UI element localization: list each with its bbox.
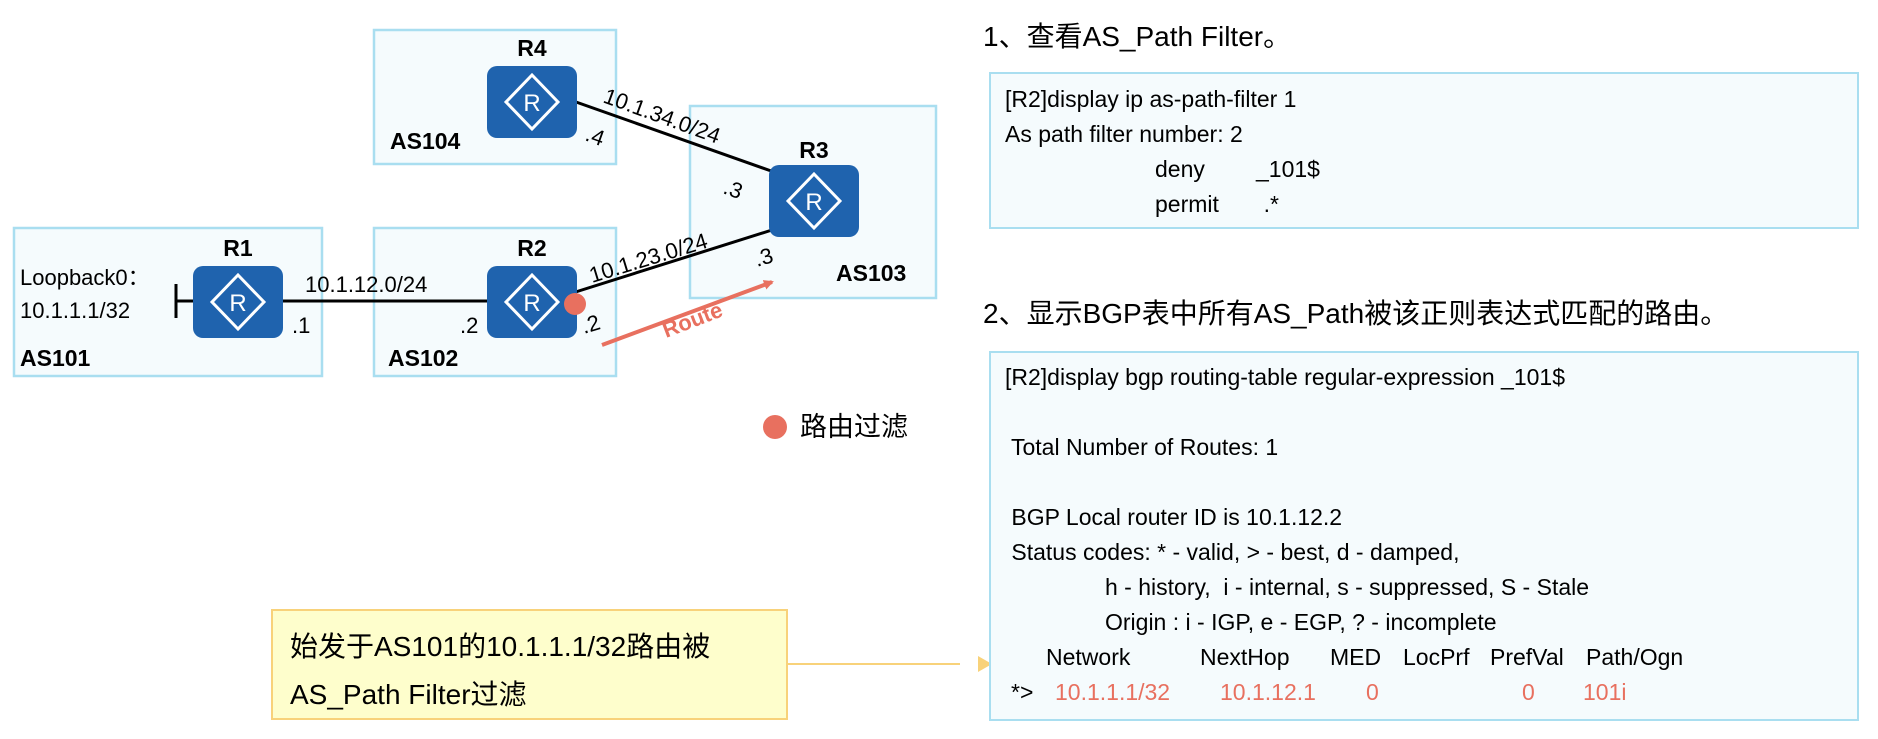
route-med: 0 <box>1366 679 1379 705</box>
router-glyph: R <box>523 90 540 117</box>
step1-cli-box: [R2]display ip as-path-filter 1 As path … <box>989 72 1859 229</box>
legend-label: 路由过滤 <box>800 412 908 442</box>
as-label-103: AS103 <box>836 260 906 286</box>
loopback-address: 10.1.1.1/32 <box>20 298 130 323</box>
as-label-104: AS104 <box>390 128 461 154</box>
router-glyph: R <box>805 189 822 216</box>
col-header-med: MED <box>1330 644 1382 670</box>
route-prefval: 0 <box>1522 679 1535 705</box>
router-label-r2: R2 <box>517 235 546 261</box>
cli-command: [R2]display bgp routing-table regular-ex… <box>1005 364 1566 390</box>
cli-origin-codes: Origin : i - IGP, e - EGP, ? - incomplet… <box>1105 609 1497 635</box>
route-status: *> <box>1011 679 1034 705</box>
step2-title: 2、显示BGP表中所有AS_Path被该正则表达式匹配的路由。 <box>983 298 1729 329</box>
col-header-nexthop: NextHop <box>1200 644 1290 670</box>
route-label: Route <box>659 297 726 343</box>
router-r2: R <box>487 266 577 338</box>
router-label-r4: R4 <box>517 35 547 61</box>
router-r3: R <box>769 165 859 237</box>
router-r4: R <box>487 66 577 138</box>
link-label-r1-r2: 10.1.12.0/24 <box>305 272 427 297</box>
network-topology: R R R R Route R1 R2 R3 R4 AS101 AS102 AS… <box>12 28 960 665</box>
router-glyph: R <box>523 290 540 317</box>
link-r3-r4 <box>575 100 775 174</box>
legend-dot <box>763 415 787 439</box>
link-r2-r3 <box>565 228 773 297</box>
router-label-r1: R1 <box>223 235 253 261</box>
note-line-1: 始发于AS101的10.1.1.1/32路由被 <box>290 631 711 662</box>
interface-r2-to-r1: .2 <box>460 313 478 338</box>
step2-cli-box: [R2]display bgp routing-table regular-ex… <box>989 351 1859 721</box>
cli-line: [R2]display ip as-path-filter 1 <box>1005 86 1297 112</box>
as-label-102: AS102 <box>388 345 458 371</box>
router-label-r3: R3 <box>799 137 828 163</box>
route-network: 10.1.1.1/32 <box>1055 679 1171 705</box>
cli-line: As path filter number: 2 <box>1005 121 1243 147</box>
note-line-2: AS_Path Filter过滤 <box>290 679 527 710</box>
col-header-prefval: PrefVal <box>1490 644 1564 670</box>
route-path: 101i <box>1583 679 1627 705</box>
cli-line: permit .* <box>1155 191 1279 217</box>
interface-r1-to-r2: .1 <box>292 313 310 338</box>
cli-status-codes: h - history, i - internal, s - suppresse… <box>1105 574 1590 600</box>
note-connector-arrowhead <box>978 656 992 672</box>
col-header-locprf: LocPrf <box>1403 644 1470 670</box>
route-nexthop: 10.1.12.1 <box>1220 679 1316 705</box>
cli-status-codes: Status codes: * - valid, > - best, d - d… <box>1005 539 1460 565</box>
col-header-path: Path/Ogn <box>1586 644 1684 670</box>
step1-title: 1、查看AS_Path Filter。 <box>983 21 1292 52</box>
route-arrow <box>601 280 774 347</box>
note-box: 始发于AS101的10.1.1.1/32路由被 AS_Path Filter过滤 <box>271 609 788 720</box>
cli-line: deny _101$ <box>1155 156 1320 182</box>
cli-total: Total Number of Routes: 1 <box>1005 434 1279 460</box>
router-glyph: R <box>229 290 246 317</box>
col-header-network: Network <box>1046 644 1131 670</box>
router-r1: R <box>193 266 283 338</box>
as-label-101: AS101 <box>20 345 91 371</box>
loopback-name: Loopback0： <box>20 265 150 290</box>
cli-router-id: BGP Local router ID is 10.1.12.2 <box>1005 504 1343 530</box>
route-filter-dot <box>564 293 586 315</box>
